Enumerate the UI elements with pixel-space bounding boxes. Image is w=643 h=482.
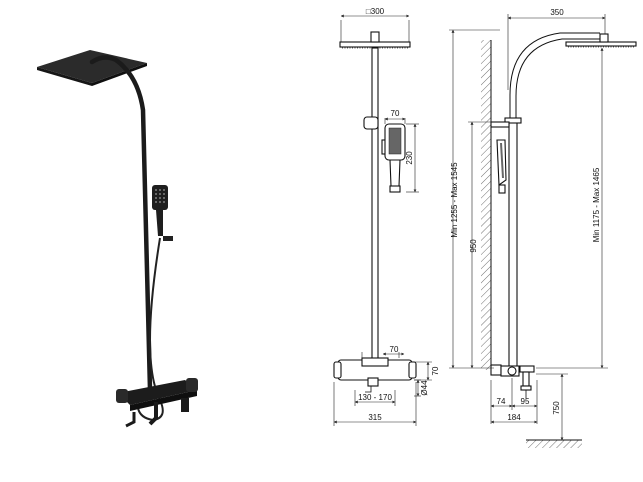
dim-total-height: Min 1255 - Max 1545: [450, 162, 459, 238]
front-view-drawing: □300 70 230: [333, 7, 440, 426]
rain-head-shape: [37, 50, 147, 83]
dim-wall-to-front: 184: [507, 413, 521, 422]
front-mixer: [333, 357, 417, 393]
dim-top-reach: 350: [550, 8, 564, 17]
dim-outlet-diameter: Ø44: [420, 380, 429, 396]
hand-shower-shape: [152, 185, 168, 236]
dim-floor-height: 750: [552, 401, 561, 415]
dim-inlet-range: 130 - 170: [358, 393, 392, 402]
dim-pipe-to-outlet: 95: [521, 397, 530, 406]
front-handshower: [384, 123, 406, 193]
dim-mixer-height: 70: [431, 366, 440, 375]
front-rain-head: [339, 41, 411, 48]
dim-handshower-width: 70: [391, 109, 400, 118]
side-view-drawing: 350 Min 1255: [449, 8, 637, 448]
dim-wall-to-pipe: 74: [497, 397, 506, 406]
dim-head-size: □300: [366, 7, 385, 16]
dim-slide-bar: 950: [469, 239, 478, 253]
side-column: [508, 119, 518, 369]
product-photo: [37, 50, 198, 428]
front-column: [371, 47, 379, 361]
dim-column-height: Min 1175 - Max 1465: [592, 167, 601, 242]
side-handshower: [496, 139, 507, 194]
floor-hatch: [526, 440, 582, 448]
dim-handshower-height: 230: [405, 151, 414, 165]
dim-mixer-connector: 70: [390, 345, 399, 354]
side-mixer: [490, 364, 535, 398]
dim-overall-width: 315: [368, 413, 382, 422]
mixer-bar-shape: [116, 378, 198, 428]
wall-hatch: [481, 40, 491, 370]
riser-pipe: [89, 55, 153, 393]
